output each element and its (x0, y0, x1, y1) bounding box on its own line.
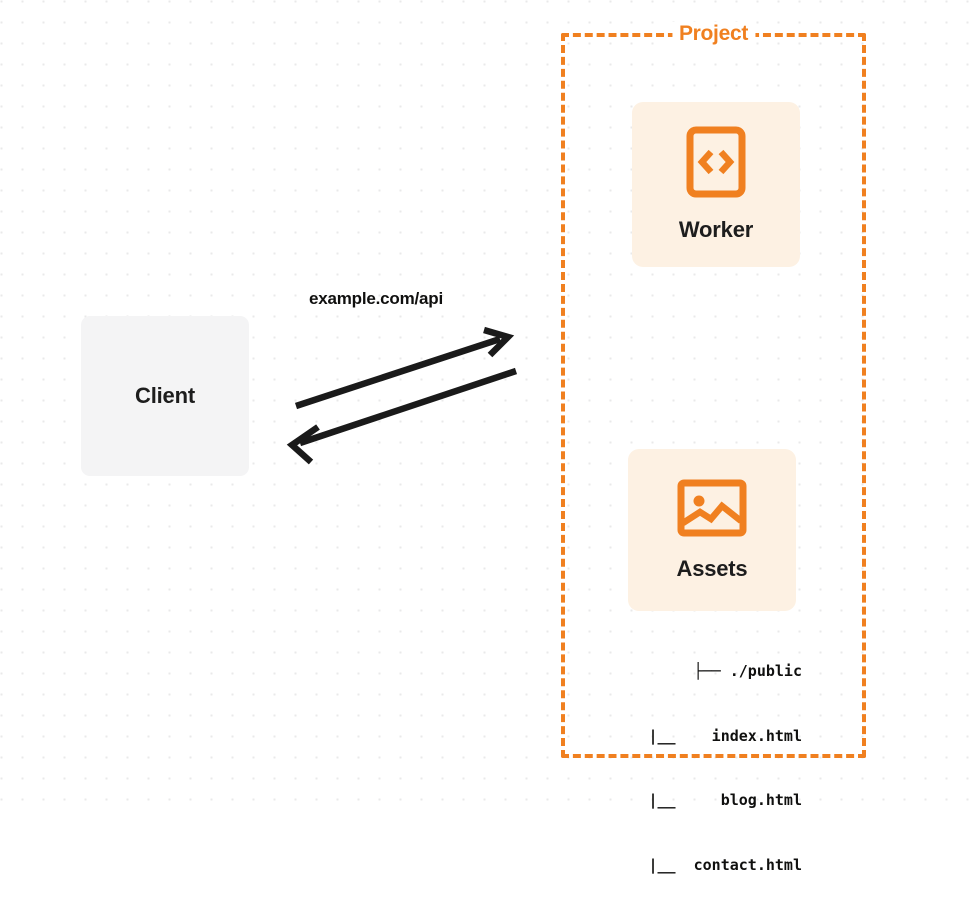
project-group-boundary: Project (561, 22, 866, 758)
file-tree-line: |__ blog.html (648, 791, 802, 809)
client-node-label: Client (135, 383, 195, 408)
request-url-label: example.com/api (309, 289, 444, 308)
diagram-canvas: Client example.com/api Project Worker (0, 0, 980, 874)
worker-card[interactable]: Worker (632, 102, 800, 267)
code-brackets-document-icon (686, 126, 746, 203)
project-to-client-arrow (286, 367, 518, 465)
worker-card-label: Worker (678, 217, 754, 242)
assets-card[interactable]: Assets (628, 449, 796, 611)
assets-file-tree: ├── ./public |__ index.html |__ blog.htm… (598, 618, 802, 919)
file-tree-line: ├── ./public (693, 662, 802, 680)
file-tree-line: |__ contact.html (648, 855, 802, 874)
assets-card-label: Assets (676, 555, 748, 581)
image-picture-icon (677, 479, 747, 542)
client-node[interactable]: Client (81, 316, 249, 476)
project-group-title: Project (671, 22, 756, 46)
file-tree-line: |__ index.html (648, 726, 802, 745)
client-to-project-arrow (294, 326, 515, 410)
